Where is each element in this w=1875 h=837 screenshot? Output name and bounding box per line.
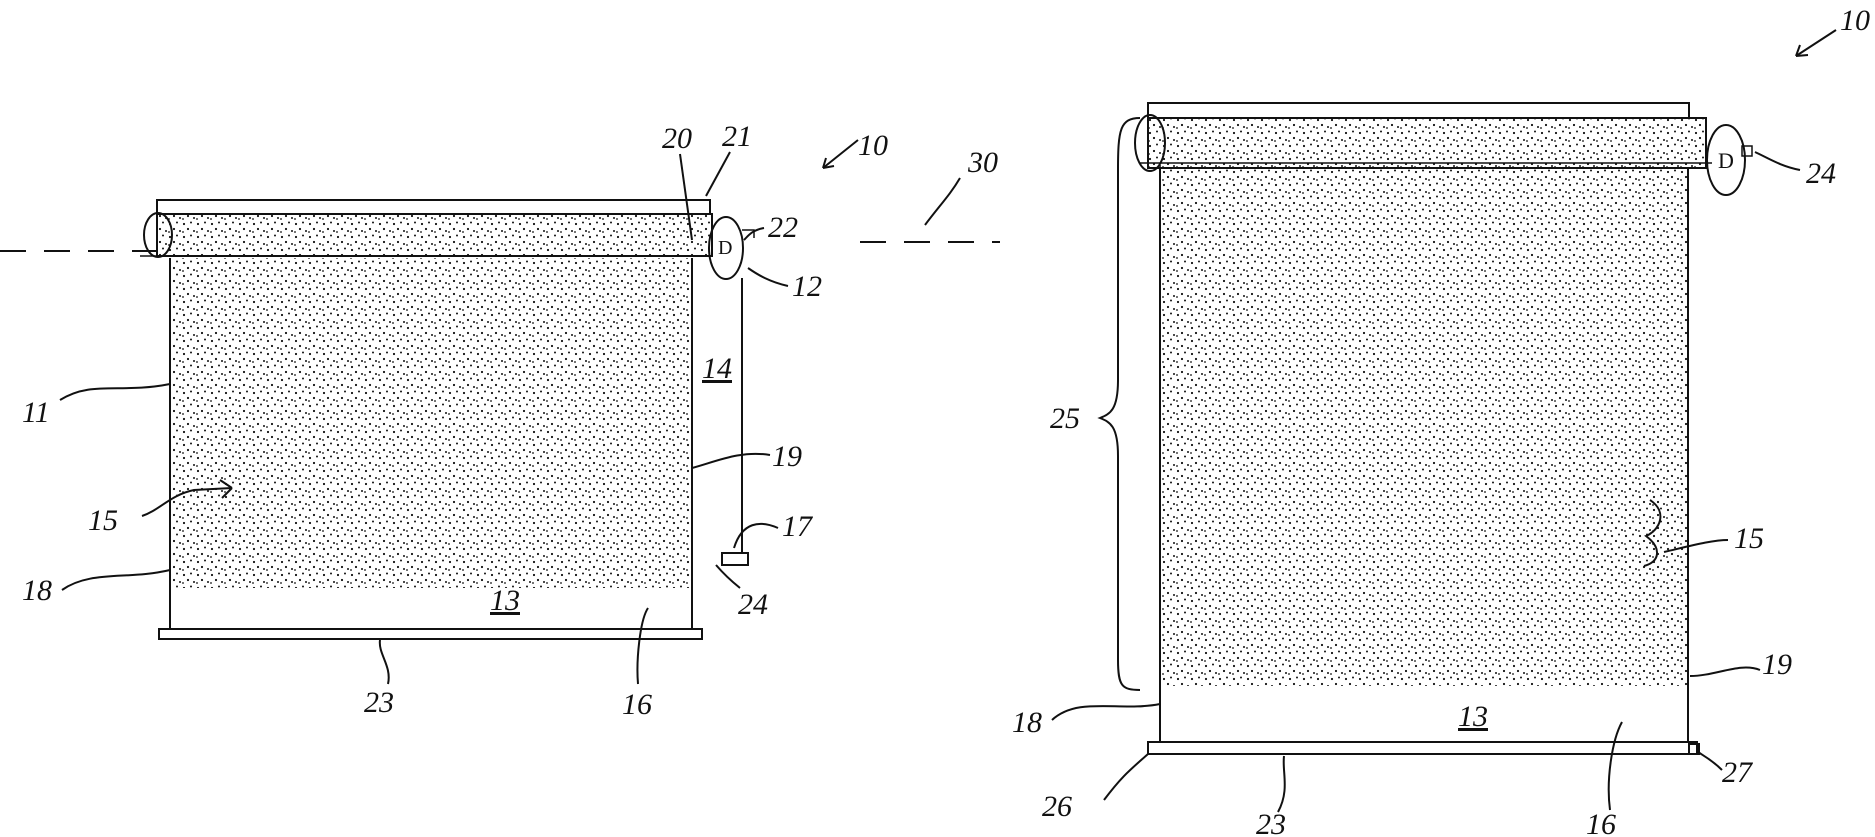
shade-lower-clear-right: [1160, 686, 1688, 742]
label-25: 25: [1050, 402, 1080, 435]
label-15-left: 15: [88, 504, 118, 537]
roller-tube: [157, 214, 712, 256]
headrail: [157, 200, 710, 214]
leader-17: [734, 524, 778, 548]
label-24-right: 24: [1806, 157, 1836, 190]
label-18-left: 18: [22, 574, 52, 607]
side-bracket: [722, 553, 748, 565]
label-19: 19: [772, 440, 802, 473]
label-21: 21: [722, 120, 752, 153]
leader-19-right: [1690, 668, 1760, 676]
leader-23-right: [1278, 756, 1285, 812]
hub-marker: D: [718, 237, 732, 259]
leader-18-right: [1052, 704, 1160, 720]
label-23-right: 23: [1256, 808, 1286, 837]
label-16-right: 16: [1586, 808, 1616, 837]
label-22: 22: [768, 211, 798, 244]
hub-marker-right: D: [1718, 148, 1734, 173]
label-10-right: 10: [1840, 4, 1870, 37]
shade-fabric-right: [1160, 168, 1688, 686]
leader-10-right: [1796, 30, 1836, 56]
leader-10: [823, 140, 858, 168]
label-23-left: 23: [364, 686, 394, 719]
right-figure: D 10 24 25 15 19 18 13 26 27 23: [1012, 4, 1870, 837]
leader-30: [925, 178, 960, 225]
label-15-right: 15: [1734, 522, 1764, 555]
label-30: 30: [967, 146, 998, 179]
leader-19: [692, 454, 770, 468]
label-20: 20: [662, 122, 692, 155]
leader-23: [380, 640, 389, 684]
bottom-bar: [159, 629, 702, 639]
brace-25: [1100, 118, 1140, 690]
leader-12: [748, 268, 788, 286]
label-12: 12: [792, 270, 822, 303]
label-17: 17: [782, 510, 814, 543]
label-16-left: 16: [622, 688, 652, 721]
leader-24: [716, 565, 740, 588]
label-13-right: 13: [1458, 700, 1488, 733]
leader-21: [706, 152, 730, 196]
roller-tube-right: [1148, 118, 1706, 168]
label-27: 27: [1722, 756, 1754, 789]
leader-26: [1104, 754, 1148, 800]
shade-lower-clear: [170, 588, 692, 630]
label-11: 11: [22, 396, 50, 429]
leader-11: [60, 384, 170, 400]
label-13-left: 13: [490, 584, 520, 617]
label-14: 14: [702, 352, 732, 385]
leader-24-right: [1755, 152, 1800, 170]
label-26: 26: [1042, 790, 1072, 823]
shade-fabric: [170, 258, 692, 588]
headrail-right: [1148, 103, 1689, 118]
leader-18: [62, 570, 170, 590]
label-10-left: 10: [858, 129, 888, 162]
left-figure: D 10 30 20 21 22 12 14: [0, 120, 1000, 721]
leader-27: [1698, 752, 1722, 770]
label-19-right: 19: [1762, 648, 1792, 681]
label-18-right: 18: [1012, 706, 1042, 739]
label-24-left: 24: [738, 588, 768, 621]
